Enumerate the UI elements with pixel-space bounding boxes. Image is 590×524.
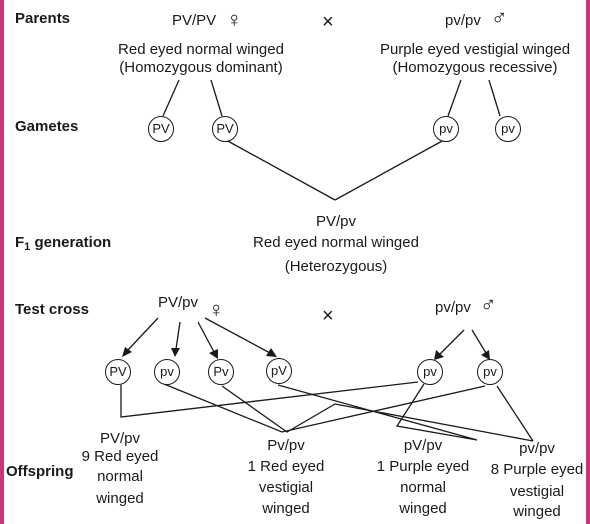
male-symbol-icon: ♂	[491, 5, 508, 30]
gamete-circle: pv	[433, 116, 459, 142]
offspring-3-line: winged	[399, 500, 447, 517]
f1-zygosity: (Heterozygous)	[284, 258, 388, 275]
offspring-1-line: 9 Red eyed	[81, 448, 159, 465]
cross-symbol-icon: ×	[322, 11, 334, 33]
parent-male-phenotype: Purple eyed vestigial winged	[379, 41, 571, 58]
gamete-circle: pv	[495, 116, 521, 142]
arrow-line-2	[175, 321, 181, 350]
gamete-circle: PV	[212, 116, 238, 142]
parent-female-zygosity: (Homozygous dominant)	[119, 59, 283, 76]
offspring-1-line: winged	[96, 490, 144, 507]
parent-male-genotype: pv/pv	[445, 12, 481, 29]
cross-line-Pv-pv	[221, 385, 534, 442]
male-symbol-icon: ♂	[480, 292, 497, 317]
testcross-male-genotype: pv/pv	[435, 299, 471, 316]
label-f1-generation: F1 generation	[15, 234, 112, 253]
arrow-line-5	[439, 329, 465, 355]
line-fertilisation-right	[334, 139, 445, 201]
testcross-female-genotype: PV/pv	[158, 294, 199, 311]
testcross-gamete-circle: pV	[266, 358, 292, 384]
cross-line-pv-pv	[163, 383, 486, 433]
arrow-line-6	[471, 329, 487, 354]
offspring-4-genotype: pv/pv	[519, 440, 555, 457]
parent-female-phenotype: Red eyed normal winged	[118, 41, 284, 58]
testcross-gamete-circle: Pv	[208, 359, 234, 385]
label-parents: Parents	[15, 10, 71, 27]
line-fertilisation-left	[225, 139, 336, 201]
label-test-cross: Test cross	[15, 301, 89, 318]
female-symbol-icon: ♀	[208, 297, 225, 322]
arrow-line-3	[197, 321, 215, 353]
offspring-2-line: winged	[262, 500, 310, 517]
offspring-2-line: 1 Red eyed	[247, 458, 325, 475]
f1-genotype: PV/pv	[315, 213, 357, 230]
testcross-gamete-circle: pv	[154, 359, 180, 385]
line-parent-male-gamete-2	[488, 79, 501, 117]
line-parent-female-gamete-2	[210, 79, 223, 117]
cross-line-pv-right	[496, 385, 534, 442]
gamete-circle: PV	[148, 116, 174, 142]
line-parent-male-gamete-1	[447, 79, 462, 117]
offspring-3-line: 1 Purple eyed	[376, 458, 470, 475]
offspring-3-line: normal	[400, 479, 446, 496]
female-symbol-icon: ♀	[226, 7, 243, 32]
arrowheads	[122, 347, 490, 360]
f1-phenotype: Red eyed normal winged	[253, 234, 419, 251]
cross-symbol-icon: ×	[322, 305, 334, 327]
offspring-4-line: vestigial	[509, 483, 565, 500]
offspring-4-line: 8 Purple eyed	[490, 461, 584, 478]
testcross-gamete-circle: pv	[477, 359, 503, 385]
arrow-line-1	[127, 317, 159, 351]
label-offspring: Offspring	[6, 463, 74, 480]
line-parent-female-gamete-1	[162, 79, 180, 117]
cross-line-PV-pv	[120, 381, 419, 418]
arrow-line-4	[204, 317, 271, 354]
offspring-1-genotype: PV/pv	[99, 430, 141, 447]
offspring-4-line: winged	[513, 503, 561, 520]
offspring-2-genotype: Pv/pv	[267, 437, 305, 454]
testcross-gamete-circle: PV	[105, 359, 131, 385]
cross-line-pV-pv	[277, 383, 478, 441]
testcross-gamete-circle: pv	[417, 359, 443, 385]
parent-female-genotype: PV/PV	[172, 12, 217, 29]
label-gametes: Gametes	[15, 118, 79, 135]
offspring-1-line: normal	[97, 468, 143, 485]
offspring-2-line: vestigial	[258, 479, 314, 496]
parent-male-zygosity: (Homozygous recessive)	[392, 59, 558, 76]
offspring-3-genotype: pV/pv	[403, 437, 443, 454]
